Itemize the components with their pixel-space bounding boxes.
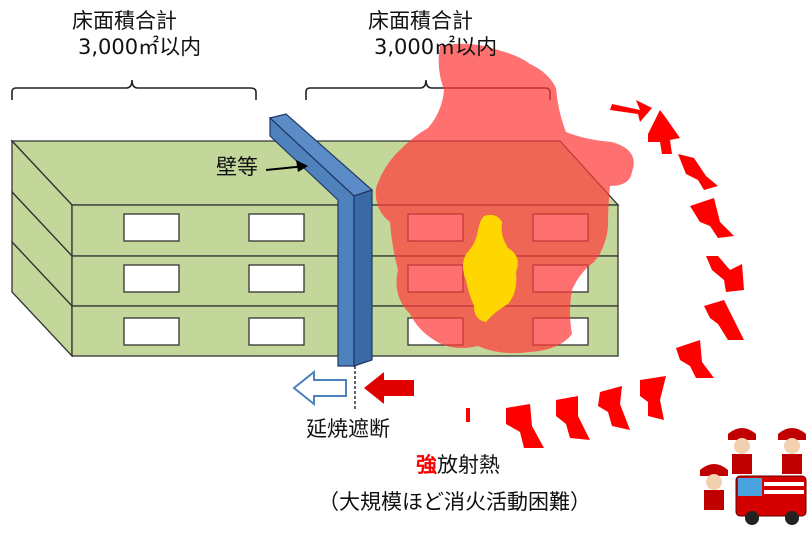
- heat-arrow: [506, 404, 544, 448]
- heat-arrow: [678, 154, 718, 190]
- heat-arrow: [598, 386, 630, 430]
- heat-arrow: [466, 408, 470, 422]
- window: [248, 264, 305, 293]
- window: [123, 317, 180, 346]
- heat-arrow: [648, 110, 680, 154]
- left-zone-limit: 3,000㎡以内: [78, 35, 202, 59]
- wall-pointer-arrow: [265, 160, 308, 172]
- window: [248, 213, 305, 242]
- window: [248, 317, 305, 346]
- radiant-heat-label: 強放射熱: [416, 452, 500, 478]
- fire-brigade-icon: [700, 428, 807, 525]
- left-zone-label: 床面積合計 3,000㎡以内: [72, 8, 201, 60]
- wall-label: 壁等: [216, 155, 258, 179]
- heat-arrow: [706, 256, 744, 292]
- heat-arrow: [704, 300, 744, 340]
- heat-arrow: [640, 376, 666, 420]
- spread-blocked-outline-arrow: [292, 369, 347, 407]
- heat-arrow: [690, 198, 734, 238]
- heat-emphasis: 強: [416, 453, 437, 477]
- window: [123, 213, 180, 242]
- fire-core-icon: [463, 214, 518, 322]
- heat-arrow: [610, 100, 652, 122]
- right-zone-title: 床面積合計: [368, 9, 473, 33]
- heat-arrow: [556, 396, 590, 440]
- heat-arrow: [676, 340, 714, 378]
- left-zone-bracket: [11, 79, 257, 100]
- fire-flame-icon: [375, 43, 634, 354]
- right-zone-label: 床面積合計 3,000㎡以内: [368, 8, 497, 60]
- fire-push-arrow: [364, 372, 414, 404]
- radiant-heat-arrows: [466, 100, 744, 448]
- partition-wall: [268, 113, 374, 367]
- wall-edge: [353, 189, 373, 367]
- difficulty-note: （大規模ほど消火活動困難）: [318, 490, 591, 514]
- window: [123, 264, 180, 293]
- heat-text: 放射熱: [437, 453, 500, 477]
- block-label: 延焼遮断: [306, 417, 390, 441]
- right-zone-limit: 3,000㎡以内: [374, 35, 498, 59]
- left-zone-title: 床面積合計: [72, 9, 177, 33]
